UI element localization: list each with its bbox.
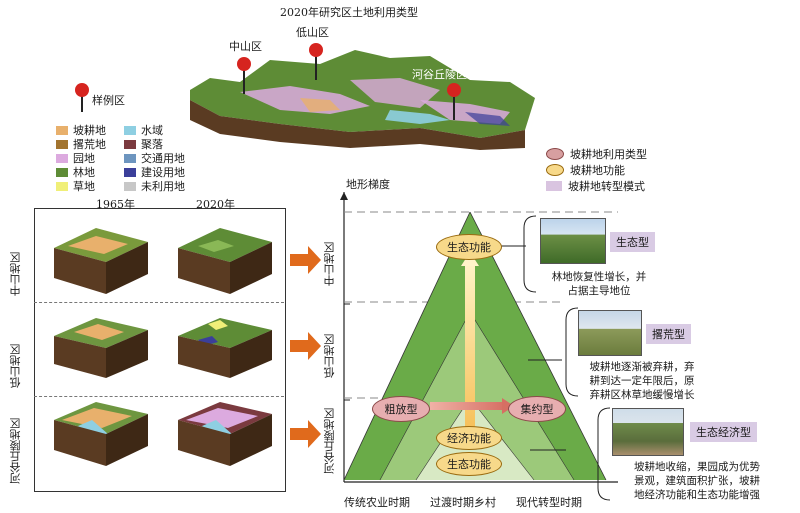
terrain-block-zhongshan-1965 <box>54 228 148 294</box>
legend-item: 水域 <box>124 122 163 138</box>
y-zone-dishan: 低山地区 <box>323 334 336 378</box>
mode-desc-eco-economic: 坡耕地收缩，果园成为优势景观，建筑面积扩张，坡耕地经济功能和生态功能增强 <box>634 461 760 501</box>
legend-swatch <box>56 139 68 149</box>
legend-item: 坡耕地转型模式 <box>546 178 645 194</box>
arrow-right-icon <box>290 246 321 274</box>
photo-eco-economic-mode <box>612 408 684 456</box>
year-label-2020: 2020年 <box>196 198 235 211</box>
row-label-hegu: 河谷丘陵地区 <box>9 418 22 484</box>
legend-item: 林地 <box>56 164 95 180</box>
legend-swatch <box>56 181 68 191</box>
legend-item: 坡耕地功能 <box>546 162 625 178</box>
bracket <box>523 215 537 293</box>
comparison-panel <box>34 208 286 492</box>
legend-swatch <box>546 181 562 191</box>
legend-item: 园地 <box>56 150 95 166</box>
legend-item: 坡耕地 <box>56 122 106 138</box>
legend-item: 未利用地 <box>124 178 185 194</box>
terrain-block-hegu-2020 <box>178 402 272 466</box>
mode-tag-eco-economic: 生态经济型 <box>690 422 757 442</box>
terrain-block-hegu-1965 <box>54 402 148 466</box>
oval-eco-function-bottom: 生态功能 <box>436 452 502 476</box>
legend-swatch <box>124 153 136 163</box>
x-period-transition: 过渡时期乡村 <box>430 496 496 509</box>
legend-item: 建设用地 <box>124 164 185 180</box>
legend-swatch <box>124 125 136 135</box>
y-axis-label: 地形梯度 <box>346 178 390 191</box>
legend-swatch <box>124 181 136 191</box>
pin-legend-icon <box>75 83 89 112</box>
row-label-zhongshan: 中山地区 <box>9 252 22 296</box>
x-period-modern: 现代转型时期 <box>516 496 582 509</box>
oval-economic-function: 经济功能 <box>436 426 502 450</box>
row-label-dishan: 低山地区 <box>9 344 22 388</box>
oval-intensive: 集约型 <box>508 396 566 422</box>
bracket <box>565 307 579 397</box>
mode-desc-abandoned: 坡耕地逐渐被弃耕，弃耕到达一定年限后，原弃耕区林草地缓慢增长 <box>589 361 695 401</box>
legend-swatch <box>56 153 68 163</box>
x-period-traditional: 传统农业时期 <box>344 496 410 509</box>
y-zone-hegu: 河谷丘陵地区 <box>323 408 336 474</box>
terrain-block-dishan-1965 <box>54 318 148 378</box>
legend-item: 交通用地 <box>124 150 185 166</box>
terrain-block-zhongshan-2020 <box>178 228 272 294</box>
legend-swatch <box>124 167 136 177</box>
legend-swatch <box>546 164 564 176</box>
study-area-3d-map <box>190 50 535 150</box>
pin-legend-label: 样例区 <box>92 94 125 107</box>
legend-swatch <box>56 167 68 177</box>
legend-item: 聚落 <box>124 136 163 152</box>
year-label-1965: 1965年 <box>96 198 135 211</box>
transition-arrows <box>290 246 321 448</box>
legend-item: 坡耕地利用类型 <box>546 146 647 162</box>
legend-swatch <box>124 139 136 149</box>
legend-item: 撂荒地 <box>56 136 106 152</box>
mode-tag-abandoned: 撂荒型 <box>646 324 691 344</box>
mode-tag-eco: 生态型 <box>610 232 655 252</box>
terrain-blocks <box>54 228 272 466</box>
bracket <box>597 407 611 501</box>
oval-eco-function-top: 生态功能 <box>436 234 502 260</box>
oval-extensive: 粗放型 <box>372 396 430 422</box>
terrain-block-dishan-2020 <box>178 318 272 378</box>
row-divider <box>34 396 284 397</box>
photo-eco-mode <box>540 218 606 264</box>
arrow-right-icon <box>290 332 321 360</box>
legend-item: 草地 <box>56 178 95 194</box>
arrow-right-icon <box>290 420 321 448</box>
row-divider <box>34 302 284 303</box>
legend-swatch <box>56 125 68 135</box>
photo-abandoned-mode <box>578 310 642 356</box>
mode-desc-eco: 林地恢复性增长，并占据主导地位 <box>551 271 647 297</box>
y-zone-zhongshan: 中山地区 <box>323 242 336 286</box>
map-title: 2020年研究区土地利用类型 <box>280 6 418 19</box>
legend-swatch <box>546 148 564 160</box>
